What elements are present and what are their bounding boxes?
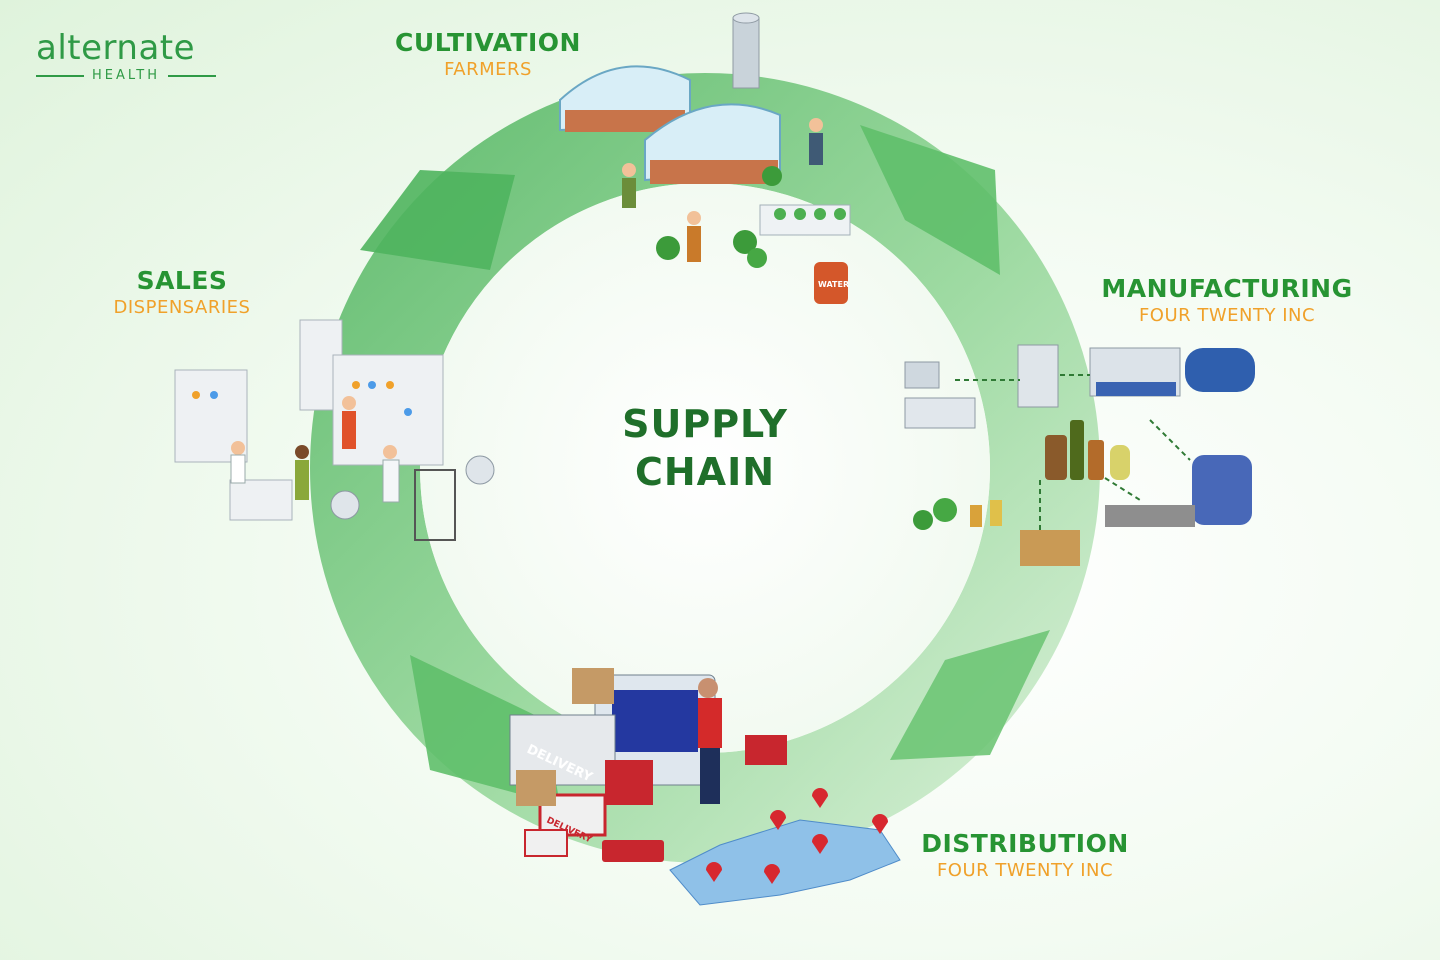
- sales-illustration: [174, 319, 495, 541]
- sales-title: SALES: [136, 266, 228, 295]
- cultivation-illustration: [559, 12, 851, 304]
- diagram-center-title: SUPPLY CHAIN: [560, 400, 850, 496]
- cycle-arrow-top-left: [360, 170, 515, 270]
- manufacturing-label: MANUFACTURING FOUR TWENTY INC: [1082, 274, 1372, 328]
- logo-rule-right: [168, 74, 216, 77]
- distribution-label: DISTRIBUTION FOUR TWENTY INC: [905, 829, 1145, 883]
- cycle-arrow-bottom-right: [890, 630, 1050, 760]
- center-title-line1: SUPPLY: [622, 402, 788, 446]
- sales-subtitle: DISPENSARIES: [113, 297, 251, 318]
- center-title-line2: CHAIN: [634, 450, 776, 494]
- logo-rule-left: [36, 74, 84, 77]
- logo-subline: HEALTH: [36, 68, 216, 83]
- water-barrel-label: WATER: [818, 280, 849, 289]
- cultivation-subtitle: FARMERS: [444, 59, 532, 80]
- distribution-title: DISTRIBUTION: [921, 829, 1129, 858]
- logo-wordmark: alternate: [36, 28, 196, 68]
- cycle-arrow-top-right: [860, 125, 1000, 275]
- sales-label: SALES DISPENSARIES: [92, 266, 272, 320]
- distribution-subtitle: FOUR TWENTY INC: [936, 860, 1114, 881]
- cultivation-title: CULTIVATION: [395, 28, 581, 57]
- manufacturing-subtitle: FOUR TWENTY INC: [1138, 305, 1316, 326]
- manufacturing-title: MANUFACTURING: [1101, 274, 1353, 303]
- manufacturing-illustration: [904, 344, 1255, 566]
- alternate-health-logo: alternate HEALTH: [36, 30, 216, 83]
- logo-subtext: HEALTH: [91, 68, 161, 83]
- distribution-illustration: [509, 668, 901, 906]
- cultivation-label: CULTIVATION FARMERS: [378, 28, 598, 82]
